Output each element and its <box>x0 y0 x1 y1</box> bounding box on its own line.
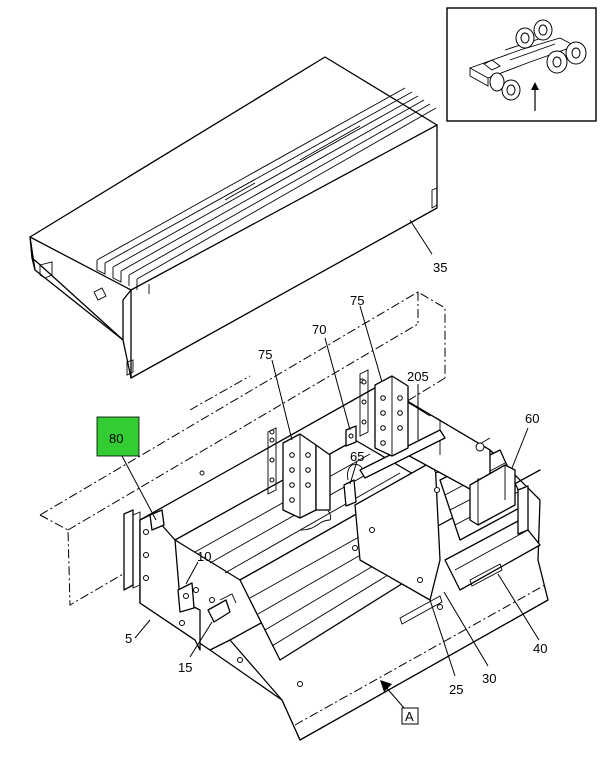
callout-70[interactable]: 70 <box>312 322 326 337</box>
spacer-70 <box>345 425 357 447</box>
step-assembly <box>123 384 549 741</box>
callout-35[interactable]: 35 <box>433 260 447 275</box>
callout-40[interactable]: 40 <box>533 641 547 656</box>
cover-ribs <box>96 87 437 294</box>
frame-rail-phantom <box>39 291 446 606</box>
inset-frame <box>446 7 597 122</box>
callout-75-left[interactable]: 75 <box>258 347 272 362</box>
leader-lines <box>121 219 540 709</box>
callouts: 80 35 75 70 75 205 60 65 10 5 15 25 30 4… <box>109 260 547 725</box>
callout-75-right[interactable]: 75 <box>350 293 364 308</box>
callout-15[interactable]: 15 <box>178 660 192 675</box>
left-mounting-bracket <box>267 427 331 519</box>
right-mounting-bracket <box>359 369 409 457</box>
callout-30[interactable]: 30 <box>482 671 496 686</box>
view-a-label[interactable]: A <box>405 709 414 724</box>
callout-205[interactable]: 205 <box>407 369 429 384</box>
callout-25[interactable]: 25 <box>449 682 463 697</box>
callout-10[interactable]: 10 <box>197 549 211 564</box>
inset-arrow <box>531 82 539 111</box>
locator-inset <box>446 7 597 122</box>
callout-80-highlight[interactable] <box>96 416 140 457</box>
view-a-box <box>401 707 419 725</box>
inset-chassis <box>468 19 587 101</box>
step-cover <box>29 56 438 379</box>
callout-5[interactable]: 5 <box>125 631 132 646</box>
callout-65[interactable]: 65 <box>350 449 364 464</box>
callout-60[interactable]: 60 <box>525 411 539 426</box>
callout-80[interactable]: 80 <box>109 431 123 446</box>
